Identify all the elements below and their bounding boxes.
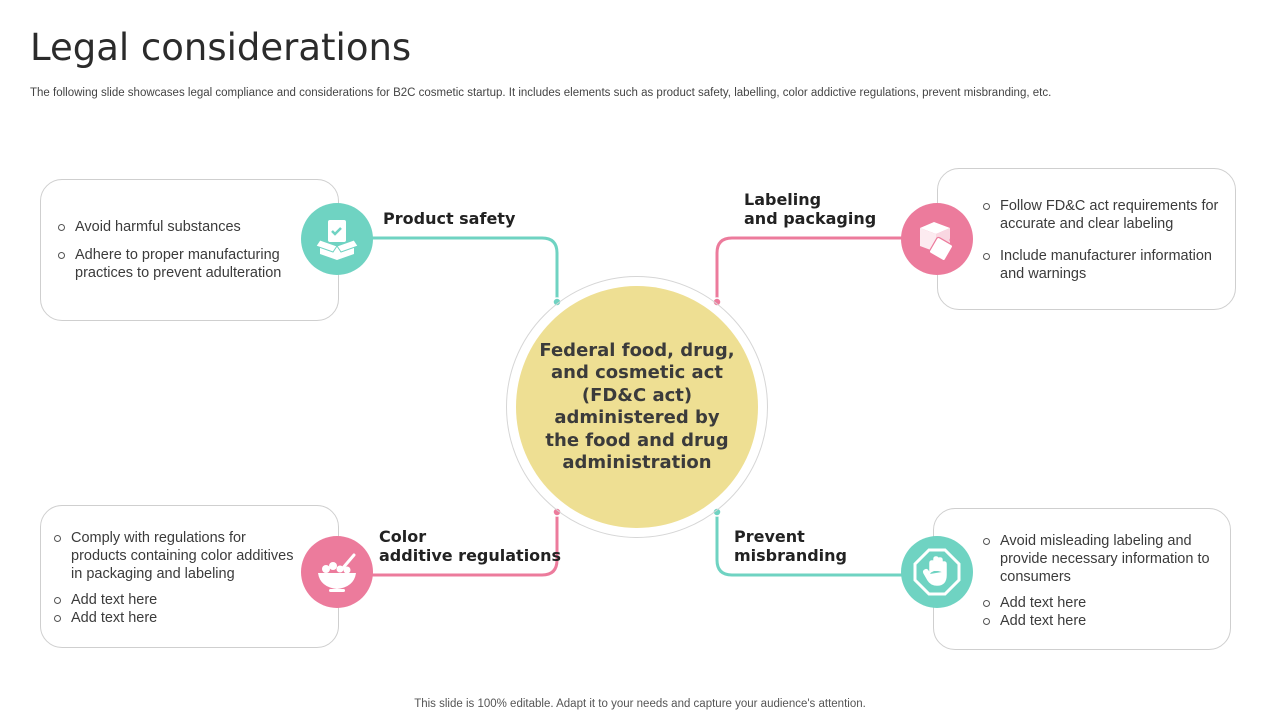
connector-misbranding: [715, 512, 902, 577]
safety-box-icon: [315, 220, 359, 260]
connector-labeling: [715, 236, 902, 302]
center-circle: Federal food, drug, and cosmetic act (FD…: [516, 286, 758, 528]
page-subtitle: The following slide showcases legal comp…: [30, 87, 1052, 99]
color-additive-box: Comply with regulations for products con…: [40, 505, 339, 648]
product-safety-list: Avoid harmful substances Adhere to prope…: [57, 218, 297, 282]
list-item: Add text here: [982, 594, 1218, 612]
color-additive-heading-line2: additive regulations: [379, 546, 562, 565]
labeling-heading-line2: and packaging: [744, 209, 877, 228]
labeling-list: Follow FD&C act requirements for accurat…: [982, 197, 1222, 283]
list-item: Comply with regulations for products con…: [53, 529, 299, 583]
list-item: Adhere to proper manufacturing practices…: [57, 246, 297, 282]
connector-product-safety: [372, 236, 559, 302]
labeling-box: Follow FD&C act requirements for accurat…: [937, 168, 1236, 310]
misbranding-heading-line1: Prevent: [734, 527, 805, 546]
labeling-heading: Labeling and packaging: [744, 190, 876, 228]
list-item: Add text here: [53, 609, 299, 627]
center-ring: [506, 276, 768, 538]
labeling-heading-line1: Labeling: [744, 190, 822, 209]
color-additive-icon-circle: [301, 536, 373, 608]
stop-hand-icon: [913, 548, 961, 596]
color-additive-heading-line1: Color: [379, 527, 427, 546]
misbranding-icon-circle: [901, 536, 973, 608]
footer-note: This slide is 100% editable. Adapt it to…: [414, 698, 866, 710]
center-text: Federal food, drug, and cosmetic act (FD…: [539, 339, 735, 474]
color-additive-heading: Color additive regulations: [379, 527, 561, 565]
list-item: Avoid harmful substances: [57, 218, 297, 236]
product-safety-heading: Product safety: [383, 209, 516, 228]
list-item: Follow FD&C act requirements for accurat…: [982, 197, 1222, 233]
misbranding-box: Avoid misleading labeling and provide ne…: [933, 508, 1231, 650]
misbranding-heading: Prevent misbranding: [734, 527, 847, 565]
misbranding-heading-line2: misbranding: [734, 546, 847, 565]
labeling-icon-circle: [901, 203, 973, 275]
page-title: Legal considerations: [30, 26, 412, 69]
connector-color-additive: [372, 512, 559, 577]
misbranding-list: Avoid misleading labeling and provide ne…: [982, 532, 1218, 630]
cosmetic-bowl-icon: [318, 553, 356, 592]
color-additive-list: Comply with regulations for products con…: [53, 529, 299, 627]
list-item: Add text here: [53, 591, 299, 609]
product-safety-icon-circle: [301, 203, 373, 275]
list-item: Include manufacturer information and war…: [982, 247, 1222, 283]
label-tag-icon: [920, 222, 955, 262]
list-item: Add text here: [982, 612, 1218, 630]
list-item: Avoid misleading labeling and provide ne…: [982, 532, 1218, 586]
product-safety-box: Avoid harmful substances Adhere to prope…: [40, 179, 339, 321]
